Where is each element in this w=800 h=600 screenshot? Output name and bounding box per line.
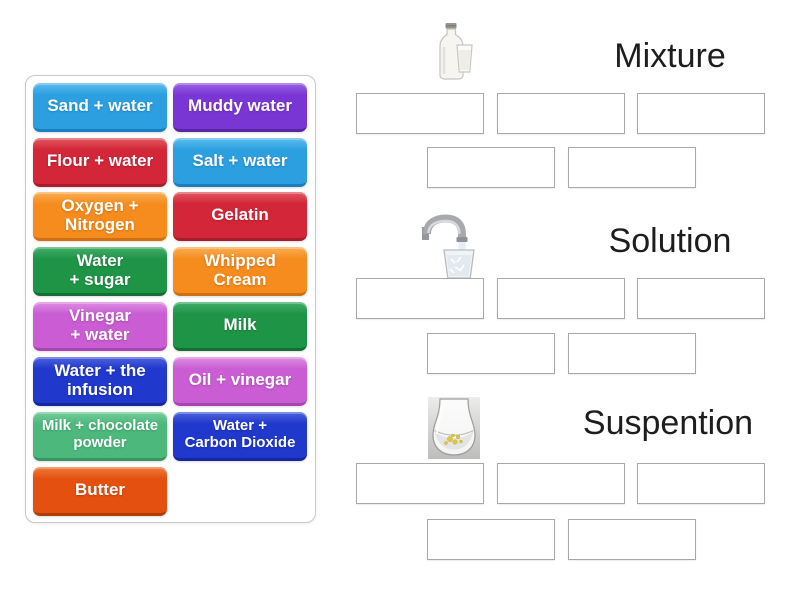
drop-slot-solution-4[interactable] bbox=[427, 333, 555, 374]
tile-vinegar-water[interactable]: Vinegar + water bbox=[33, 302, 167, 351]
drop-slot-solution-3[interactable] bbox=[637, 278, 765, 319]
drop-slot-suspention-4[interactable] bbox=[427, 519, 555, 560]
tile-milk[interactable]: Milk bbox=[173, 302, 307, 351]
tile-oil-vinegar[interactable]: Oil + vinegar bbox=[173, 357, 307, 406]
tile-flour-water[interactable]: Flour + water bbox=[33, 138, 167, 187]
tile-muddy-water[interactable]: Muddy water bbox=[173, 83, 307, 132]
group-title-suspention: Suspention bbox=[582, 404, 754, 442]
milk-bottle-image bbox=[439, 23, 473, 80]
drop-slot-suspention-1[interactable] bbox=[356, 463, 484, 504]
tile-butter[interactable]: Butter bbox=[33, 467, 167, 516]
tap-water-image bbox=[422, 214, 475, 279]
tile-whipped-cream[interactable]: Whipped Cream bbox=[173, 247, 307, 296]
drop-slot-mixture-2[interactable] bbox=[497, 93, 625, 134]
tile-sand-water[interactable]: Sand + water bbox=[33, 83, 167, 132]
drop-slot-mixture-1[interactable] bbox=[356, 93, 484, 134]
drop-slot-mixture-4[interactable] bbox=[427, 147, 555, 188]
group-title-solution: Solution bbox=[608, 222, 732, 260]
tile-gelatin[interactable]: Gelatin bbox=[173, 192, 307, 241]
tile-water-infusion[interactable]: Water + the infusion bbox=[33, 357, 167, 406]
group-title-mixture: Mixture bbox=[614, 37, 726, 75]
drop-slot-solution-5[interactable] bbox=[568, 333, 696, 374]
tile-water-sugar[interactable]: Water + sugar bbox=[33, 247, 167, 296]
drop-slot-suspention-2[interactable] bbox=[497, 463, 625, 504]
suspension-glass-image bbox=[428, 397, 480, 459]
drop-slot-mixture-5[interactable] bbox=[568, 147, 696, 188]
drop-slot-suspention-5[interactable] bbox=[568, 519, 696, 560]
drop-slot-solution-2[interactable] bbox=[497, 278, 625, 319]
drop-slot-solution-1[interactable] bbox=[356, 278, 484, 319]
tile-milk-chocolate-powder[interactable]: Milk + chocolate powder bbox=[33, 412, 167, 461]
tile-oxygen-nitrogen[interactable]: Oxygen + Nitrogen bbox=[33, 192, 167, 241]
tile-salt-water[interactable]: Salt + water bbox=[173, 138, 307, 187]
tile-water-carbon-dioxide[interactable]: Water + Carbon Dioxide bbox=[173, 412, 307, 461]
drop-slot-mixture-3[interactable] bbox=[637, 93, 765, 134]
drop-slot-suspention-3[interactable] bbox=[637, 463, 765, 504]
